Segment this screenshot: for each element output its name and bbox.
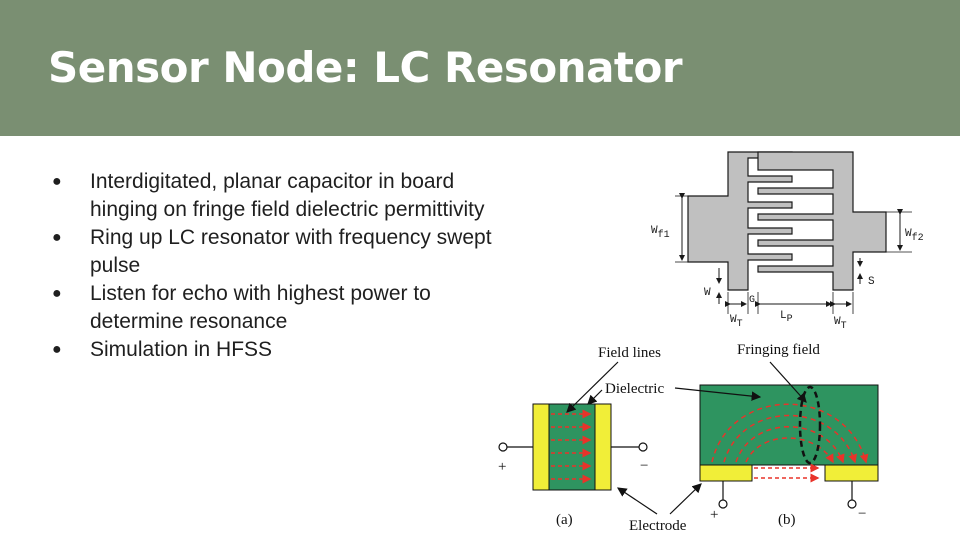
- lp-label: LP: [780, 310, 793, 325]
- bullet-item: ● Simulation in HFSS: [50, 336, 520, 364]
- electrode-a-right: [594, 403, 612, 491]
- bullet-list: ● Interdigitated, planar capacitor in boa…: [50, 168, 520, 364]
- minus-a-label: −: [640, 458, 648, 474]
- wt-left-label: WT: [730, 314, 743, 330]
- field-lines-label: Field lines: [598, 345, 661, 361]
- bullet-text: Interdigitated, planar capacitor in boar…: [90, 170, 485, 221]
- dielectric-b: [699, 384, 879, 466]
- dielectric-a: [548, 403, 596, 491]
- bullet-item: ● Listen for echo with highest power to d…: [50, 280, 520, 336]
- g-label: G: [749, 295, 755, 306]
- bullet-text: Simulation in HFSS: [90, 338, 273, 361]
- fringing-ellipse: [798, 385, 822, 465]
- dielectric-label: Dielectric: [605, 381, 664, 397]
- bullet-item: ● Interdigitated, planar capacitor in boa…: [50, 168, 520, 224]
- electrode-label: Electrode: [629, 518, 687, 534]
- bullet-text: Listen for echo with highest power to de…: [90, 282, 431, 333]
- left-electrode: [687, 151, 793, 291]
- plus-a-label: +: [498, 459, 506, 475]
- fringing-field-label: Fringing field: [737, 342, 820, 358]
- bullet-dot-icon: ●: [52, 173, 62, 190]
- bullet-dot-icon: ●: [52, 229, 62, 246]
- bullet-text: Ring up LC resonator with frequency swep…: [90, 226, 492, 277]
- w-label: W: [704, 287, 711, 299]
- title-bar: Sensor Node: LC Resonator: [0, 0, 960, 136]
- fringing-field-diagram: Field lines Fringing field Dielectric El…: [498, 342, 879, 534]
- plus-b-label: +: [710, 507, 718, 523]
- bullet-dot-icon: ●: [52, 285, 62, 302]
- panel-a-label: (a): [556, 512, 573, 528]
- minus-b-label: −: [858, 506, 866, 522]
- wf2-label: Wf2: [905, 228, 924, 244]
- s-label: S: [868, 276, 875, 288]
- panel-b-label: (b): [778, 512, 796, 528]
- electrode-a-left: [532, 403, 550, 491]
- right-electrode: [757, 151, 887, 291]
- bullet-item: ● Ring up LC resonator with frequency swe…: [50, 224, 520, 280]
- interdigitated-capacitor-diagram: Wf1 Wf2 S W G WT LP WT: [645, 150, 930, 332]
- bullet-dot-icon: ●: [52, 341, 62, 358]
- wf1-label: Wf1: [651, 225, 670, 241]
- slide-title: Sensor Node: LC Resonator: [48, 43, 683, 92]
- electrode-b-left: [699, 464, 753, 482]
- wt-right-label: WT: [834, 316, 847, 332]
- electrode-b-right: [824, 464, 879, 482]
